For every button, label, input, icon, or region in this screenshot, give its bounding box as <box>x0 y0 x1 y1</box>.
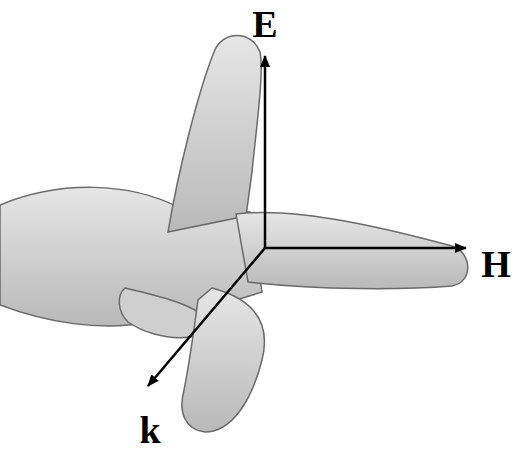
h-axis <box>265 247 466 250</box>
k-axis <box>148 248 265 386</box>
e-axis <box>264 56 267 248</box>
vector-label: k <box>139 411 160 449</box>
middle-finger <box>182 288 264 432</box>
thumb <box>168 36 261 233</box>
index-finger <box>236 213 468 289</box>
field-label: E <box>252 5 277 43</box>
field-label: H <box>481 245 511 283</box>
